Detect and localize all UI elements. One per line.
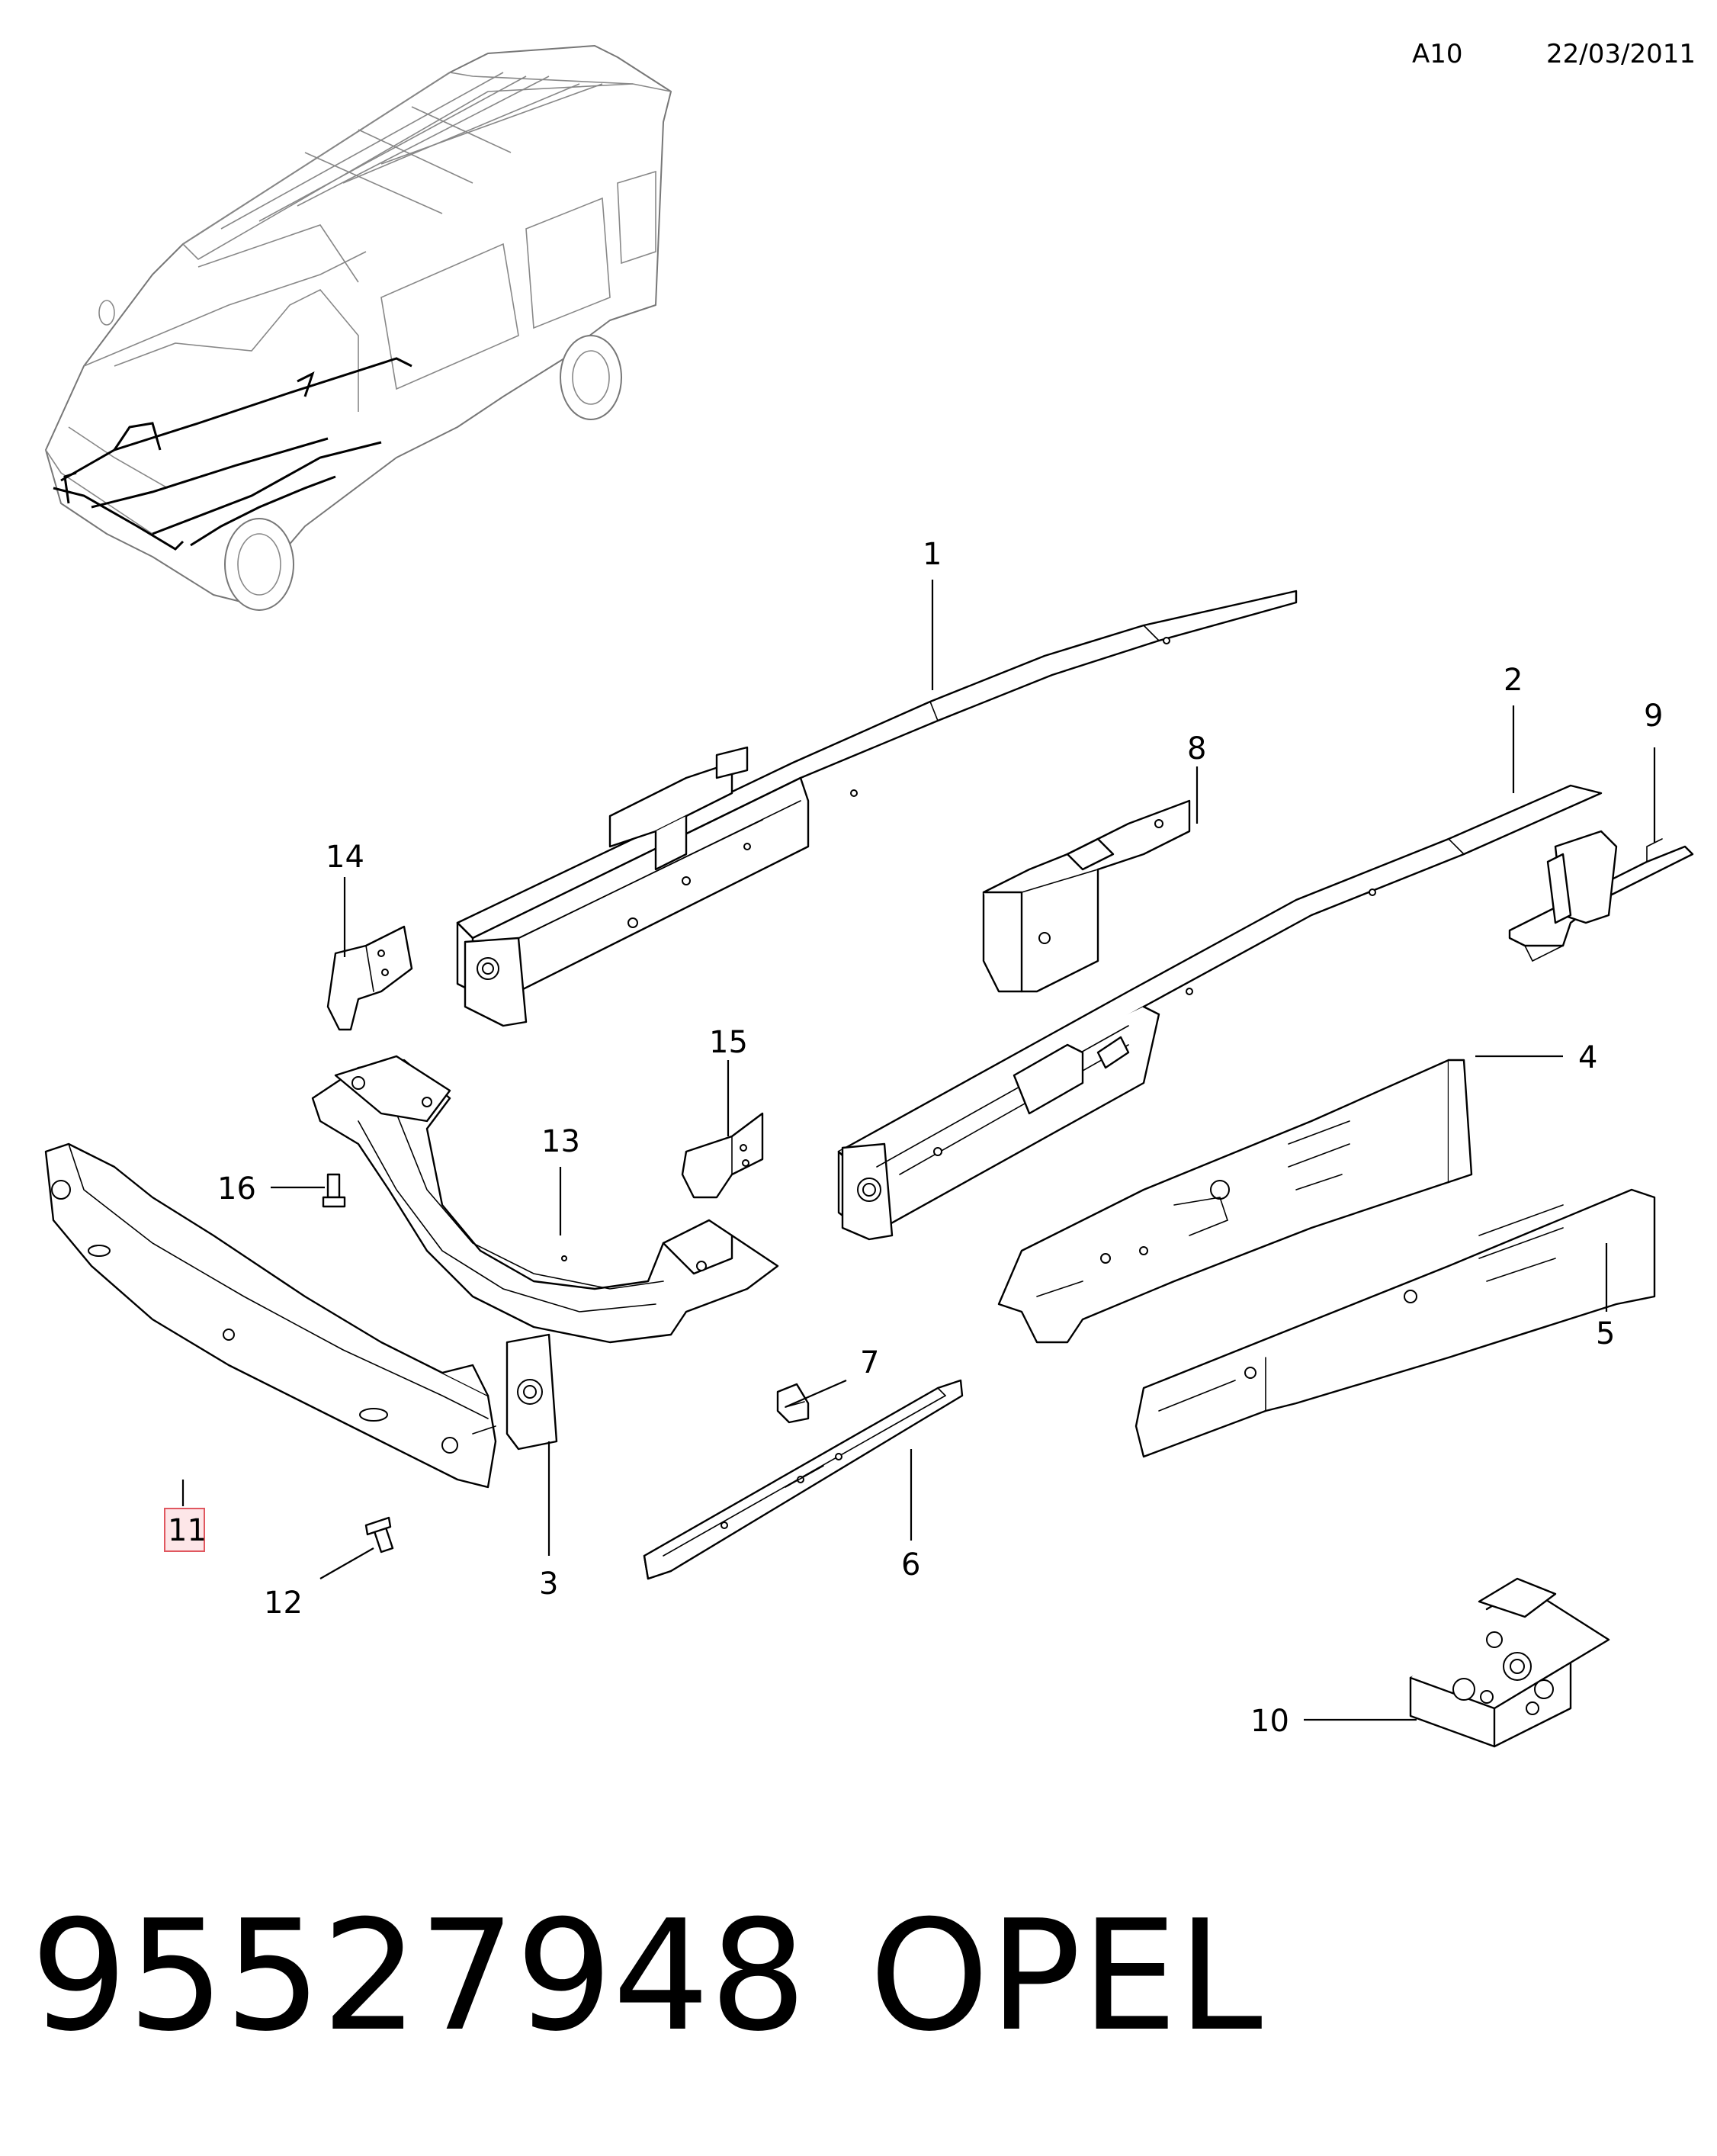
callout-15: 15 — [709, 1025, 748, 1060]
part-11-front-crossbeam — [44, 1142, 497, 1489]
callout-1: 1 — [923, 537, 942, 572]
callout-6: 6 — [901, 1547, 920, 1582]
part-1-side-member — [456, 590, 1298, 1027]
callout-11: 11 — [168, 1513, 207, 1548]
part-16-bolt — [322, 1173, 346, 1208]
callout-9: 9 — [1644, 699, 1663, 734]
callout-labels: 1 2 9 8 14 15 4 13 16 7 5 11 6 3 12 10 — [164, 537, 1663, 1739]
part-12-bolt — [364, 1516, 394, 1554]
leader-lines — [181, 580, 1656, 1721]
brand-name: OPEL — [869, 1888, 1263, 2065]
part-2-side-member — [837, 784, 1603, 1241]
part-14-bracket — [326, 925, 413, 1031]
van-overview-illustration — [45, 45, 672, 611]
callout-2: 2 — [1504, 663, 1523, 698]
diagram-date: 22/03/2011 — [1546, 39, 1696, 69]
diagram-code: A10 — [1412, 39, 1463, 69]
callout-10: 10 — [1250, 1704, 1289, 1739]
callout-5: 5 — [1596, 1316, 1615, 1351]
part-6-rail — [643, 1379, 964, 1580]
part-5-side-panel — [1135, 1188, 1656, 1458]
callout-7: 7 — [860, 1345, 879, 1380]
callout-8: 8 — [1187, 731, 1206, 766]
callout-13: 13 — [541, 1124, 580, 1159]
callout-3: 3 — [539, 1566, 558, 1602]
part-9-bracket — [1508, 830, 1694, 962]
callout-14: 14 — [326, 840, 364, 875]
callout-16: 16 — [217, 1171, 256, 1207]
callout-12: 12 — [264, 1586, 303, 1621]
part-8-bracket — [982, 799, 1191, 993]
callout-11-highlight-box — [164, 1508, 205, 1552]
part-number: 95527948 — [30, 1888, 807, 2065]
callout-4: 4 — [1578, 1040, 1597, 1075]
part-4-side-panel — [997, 1059, 1473, 1344]
part-10-kit-box — [1409, 1577, 1610, 1748]
part-3-plate — [505, 1333, 558, 1451]
part-15-bracket — [681, 1112, 764, 1199]
part-13-crossmember — [311, 1055, 779, 1344]
